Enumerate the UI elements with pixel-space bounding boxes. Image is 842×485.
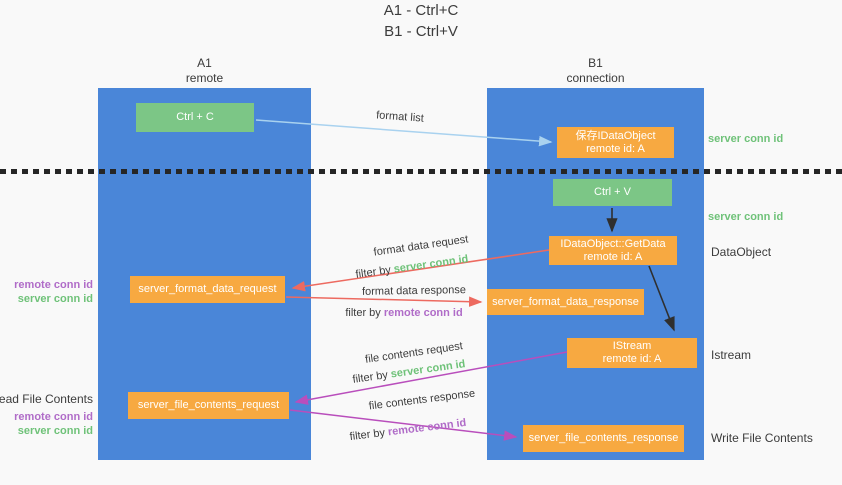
left-label-server-conn-id-1: server conn id xyxy=(17,293,93,305)
label-file-contents-response: file contents response xyxy=(368,387,476,413)
right-label-server-conn-id-top: server conn id xyxy=(708,133,784,145)
label-format-list: format list xyxy=(375,109,425,125)
node-ctrl-c-label: Ctrl + C xyxy=(176,111,214,123)
node-ctrl-c: Ctrl + C xyxy=(136,103,254,132)
label-format-data-response: format data response xyxy=(361,284,467,298)
node-idataobject-getdata-line1: IDataObject::GetData xyxy=(560,237,666,250)
filter-key-remote-conn-id: remote conn id xyxy=(387,416,467,439)
filter-prefix: filter by xyxy=(345,307,384,319)
lifeline-header-a1: A1 remote xyxy=(98,56,311,86)
lifeline-a1-role: remote xyxy=(185,71,224,85)
lifeline-b1-name: B1 xyxy=(588,56,603,70)
right-label-istream: Istream xyxy=(711,348,752,362)
diagram-title: A1 - Ctrl+C B1 - Ctrl+V xyxy=(0,0,842,42)
node-idataobject-getdata-line2: remote id: A xyxy=(583,250,643,263)
node-save-idataobject-line1: 保存IDataObject xyxy=(575,129,656,142)
lifeline-a1-name: A1 xyxy=(197,56,212,70)
node-save-idataobject-line2: remote id: A xyxy=(586,142,645,155)
node-server-format-data-response-label: server_format_data_response xyxy=(492,295,639,308)
left-label-remote-conn-id-2: remote conn id xyxy=(14,411,93,423)
filter-key-server-conn-id: server conn id xyxy=(392,253,470,276)
arrow-format-data-response xyxy=(285,296,483,307)
node-idataobject-getdata: IDataObject::GetData remote id: A xyxy=(549,236,677,265)
right-label-dataobject: DataObject xyxy=(711,245,772,259)
filter-prefix: filter by xyxy=(351,368,392,386)
title-line-2: B1 - Ctrl+V xyxy=(384,23,458,40)
node-server-file-contents-response-label: server_file_contents_response xyxy=(528,432,679,444)
label-filter-file-response: filter by remote conn id xyxy=(349,417,467,443)
lifeline-b1-role: connection xyxy=(566,71,625,85)
node-istream-line1: IStream xyxy=(612,340,652,352)
left-label-server-conn-id-2: server conn id xyxy=(17,425,93,437)
left-label-read-file-contents: Read File Contents xyxy=(0,392,93,406)
node-server-file-contents-request-label: server_file_contents_request xyxy=(137,399,280,411)
node-server-format-data-response: server_format_data_response xyxy=(487,289,644,315)
filter-key-server-conn-id: server conn id xyxy=(389,358,467,381)
node-istream: IStream remote id: A xyxy=(567,338,697,368)
node-istream-line2: remote id: A xyxy=(602,353,662,365)
phase-divider-dotted-line xyxy=(0,169,842,174)
node-server-format-data-request: server_format_data_request xyxy=(130,276,285,303)
filter-prefix: filter by xyxy=(349,426,389,444)
right-label-server-conn-id-mid: server conn id xyxy=(708,211,784,223)
node-server-file-contents-request: server_file_contents_request xyxy=(128,392,289,419)
lifeline-header-b1: B1 connection xyxy=(487,56,704,86)
node-server-format-data-request-label: server_format_data_request xyxy=(138,283,277,295)
node-ctrl-v-label: Ctrl + V xyxy=(594,186,631,198)
title-line-1: A1 - Ctrl+C xyxy=(383,2,459,19)
filter-key-remote-conn-id: remote conn id xyxy=(383,307,463,319)
label-filter-format-request: filter by server conn id xyxy=(355,253,469,281)
node-ctrl-v: Ctrl + V xyxy=(553,179,672,206)
label-filter-format-response: filter by remote conn id xyxy=(345,307,462,319)
right-label-write-file-contents: Write File Contents xyxy=(711,431,813,445)
node-save-idataobject: 保存IDataObject remote id: A xyxy=(557,127,674,158)
node-server-file-contents-response: server_file_contents_response xyxy=(523,425,684,452)
left-label-remote-conn-id-1: remote conn id xyxy=(14,279,93,291)
filter-prefix: filter by xyxy=(354,263,395,281)
